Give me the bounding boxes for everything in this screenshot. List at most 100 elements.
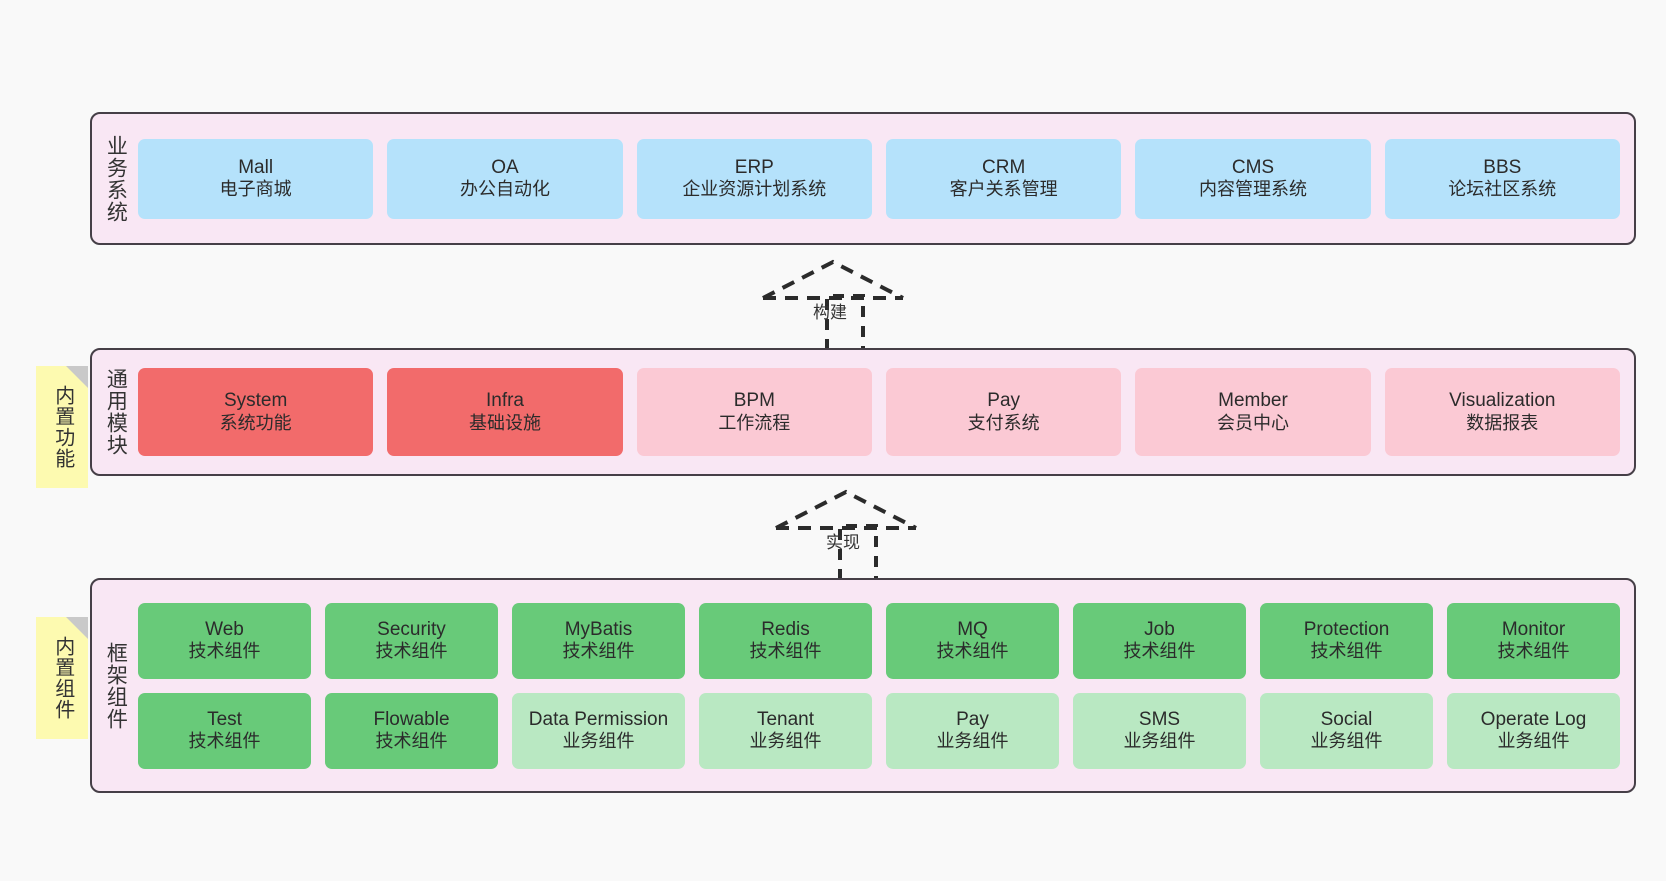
- node-title: Security: [377, 618, 446, 640]
- connector-build: 构建: [755, 258, 915, 350]
- node-subtitle: 技术组件: [375, 641, 448, 662]
- layer-body-common-module: System 系统功能 Infra 基础设施 BPM 工作流程 Pay 支付系统…: [138, 350, 1634, 474]
- node-title: Flowable: [373, 708, 450, 730]
- node-title: CMS: [1231, 156, 1275, 178]
- layer-framework-component[interactable]: 框架组件 Web 技术组件 Security 技术组件 MyBatis 技术组件…: [90, 578, 1636, 793]
- node-sms[interactable]: SMS 业务组件: [1073, 692, 1246, 769]
- node-flowable[interactable]: Flowable 技术组件: [325, 692, 498, 769]
- node-title: BBS: [1483, 156, 1522, 178]
- layer-business-system[interactable]: 业务系统 Mall 电子商城 OA 办公自动化 ERP 企业资源计划系统 CRM…: [90, 112, 1636, 245]
- layer-title-common-module: 通用模块: [104, 368, 128, 456]
- note-label: 内置功能: [51, 385, 74, 469]
- node-subtitle: 电子商城: [219, 179, 292, 200]
- node-title: Visualization: [1449, 390, 1556, 412]
- note-builtin-component[interactable]: 内置组件: [36, 617, 88, 739]
- node-title: Test: [207, 708, 242, 730]
- node-subtitle: 系统功能: [219, 412, 292, 433]
- node-title: Data Permission: [528, 708, 669, 730]
- node-infra[interactable]: Infra 基础设施: [387, 368, 623, 456]
- node-redis[interactable]: Redis 技术组件: [699, 602, 872, 679]
- node-social[interactable]: Social 业务组件: [1260, 692, 1433, 769]
- node-subtitle: 数据报表: [1466, 412, 1539, 433]
- node-data-permission[interactable]: Data Permission 业务组件: [512, 692, 685, 769]
- node-cms[interactable]: CMS 内容管理系统: [1135, 138, 1371, 219]
- node-subtitle: 业务组件: [749, 731, 822, 752]
- node-title: Pay: [956, 708, 989, 730]
- connector-implement: 实现: [768, 488, 928, 580]
- node-subtitle: 技术组件: [1310, 641, 1383, 662]
- node-oa[interactable]: OA 办公自动化: [387, 138, 623, 219]
- node-title: Tenant: [756, 708, 815, 730]
- node-title: Job: [1144, 618, 1175, 640]
- node-row: Test 技术组件 Flowable 技术组件 Data Permission …: [138, 692, 1620, 769]
- node-monitor[interactable]: Monitor 技术组件: [1447, 602, 1620, 679]
- node-subtitle: 技术组件: [1123, 641, 1196, 662]
- node-subtitle: 支付系统: [967, 412, 1040, 433]
- node-subtitle: 办公自动化: [459, 179, 550, 200]
- node-title: Web: [205, 618, 244, 640]
- node-title: SMS: [1138, 708, 1181, 730]
- layer-body-business-system: Mall 电子商城 OA 办公自动化 ERP 企业资源计划系统 CRM 客户关系…: [138, 114, 1634, 243]
- layer-title-business-system: 业务系统: [104, 134, 128, 223]
- node-title: Member: [1218, 390, 1288, 412]
- connector-build-icon: [762, 259, 904, 350]
- node-row: Web 技术组件 Security 技术组件 MyBatis 技术组件 Redi…: [138, 602, 1620, 679]
- node-subtitle: 业务组件: [936, 731, 1009, 752]
- node-erp[interactable]: ERP 企业资源计划系统: [636, 138, 872, 219]
- node-protection[interactable]: Protection 技术组件: [1260, 602, 1433, 679]
- node-title: CRM: [982, 156, 1026, 178]
- node-title: Pay: [987, 390, 1021, 412]
- node-tenant[interactable]: Tenant 业务组件: [699, 692, 872, 769]
- node-member[interactable]: Member 会员中心: [1135, 368, 1371, 456]
- node-title: MyBatis: [564, 618, 633, 640]
- node-title: Mall: [238, 156, 274, 178]
- node-subtitle: 业务组件: [1310, 731, 1383, 752]
- node-subtitle: 技术组件: [749, 641, 822, 662]
- node-web[interactable]: Web 技术组件: [138, 602, 311, 679]
- node-bbs[interactable]: BBS 论坛社区系统: [1384, 138, 1620, 219]
- node-subtitle: 技术组件: [188, 731, 261, 752]
- note-builtin-function[interactable]: 内置功能: [36, 366, 88, 488]
- node-subtitle: 技术组件: [375, 731, 448, 752]
- node-subtitle: 业务组件: [562, 731, 635, 752]
- node-mybatis[interactable]: MyBatis 技术组件: [512, 602, 685, 679]
- node-title: Infra: [485, 390, 524, 412]
- layer-body-framework-component: Web 技术组件 Security 技术组件 MyBatis 技术组件 Redi…: [138, 580, 1634, 791]
- node-title: Redis: [761, 618, 810, 640]
- node-title: BPM: [733, 390, 775, 412]
- node-test[interactable]: Test 技术组件: [138, 692, 311, 769]
- node-subtitle: 技术组件: [936, 641, 1009, 662]
- node-subtitle: 技术组件: [1497, 641, 1570, 662]
- node-title: Social: [1320, 708, 1373, 730]
- node-subtitle: 内容管理系统: [1198, 179, 1307, 200]
- connector-implement-icon: [775, 489, 917, 580]
- node-operate-log[interactable]: Operate Log 业务组件: [1447, 692, 1620, 769]
- node-crm[interactable]: CRM 客户关系管理: [885, 138, 1122, 219]
- node-subtitle: 工作流程: [718, 412, 791, 433]
- node-subtitle: 技术组件: [188, 641, 261, 662]
- node-bpm[interactable]: BPM 工作流程: [636, 368, 872, 456]
- node-subtitle: 业务组件: [1123, 731, 1196, 752]
- node-mall[interactable]: Mall 电子商城: [138, 138, 374, 219]
- node-pay-component[interactable]: Pay 业务组件: [886, 692, 1059, 769]
- layer-common-module[interactable]: 通用模块 System 系统功能 Infra 基础设施 BPM 工作流程 Pay…: [90, 348, 1636, 476]
- node-subtitle: 客户关系管理: [949, 179, 1058, 200]
- node-security[interactable]: Security 技术组件: [325, 602, 498, 679]
- node-subtitle: 企业资源计划系统: [682, 179, 827, 200]
- node-pay[interactable]: Pay 支付系统: [885, 368, 1122, 456]
- node-job[interactable]: Job 技术组件: [1073, 602, 1246, 679]
- node-mq[interactable]: MQ 技术组件: [886, 602, 1059, 679]
- layer-title-framework-component: 框架组件: [104, 641, 128, 730]
- node-title: OA: [491, 156, 519, 178]
- node-subtitle: 技术组件: [562, 641, 635, 662]
- node-title: MQ: [957, 618, 988, 640]
- node-title: Operate Log: [1480, 708, 1587, 730]
- node-visualization[interactable]: Visualization 数据报表: [1384, 368, 1620, 456]
- node-row: System 系统功能 Infra 基础设施 BPM 工作流程 Pay 支付系统…: [138, 368, 1620, 456]
- node-subtitle: 论坛社区系统: [1448, 179, 1557, 200]
- node-system[interactable]: System 系统功能: [138, 368, 374, 456]
- connector-implement-label: 实现: [826, 533, 860, 552]
- node-title: ERP: [734, 156, 774, 178]
- node-subtitle: 业务组件: [1497, 731, 1570, 752]
